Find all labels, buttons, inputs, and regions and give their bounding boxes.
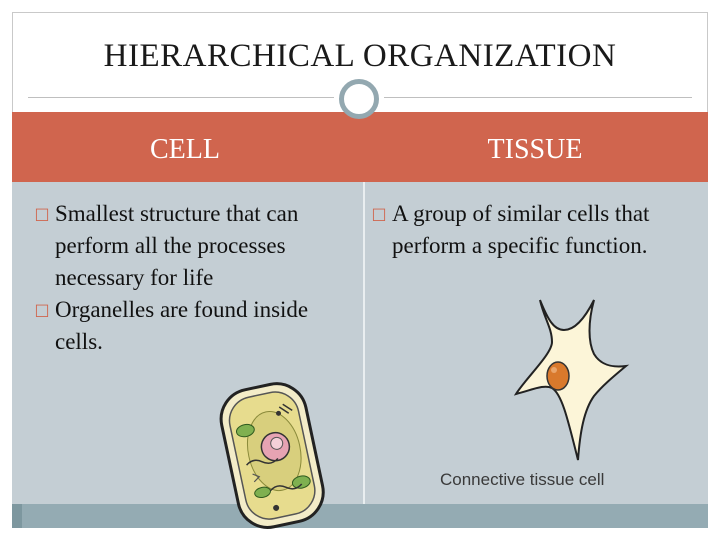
content-panel <box>12 182 708 504</box>
image-caption: Connective tissue cell <box>440 470 605 489</box>
bullet-text: Organelles are found inside cells. <box>55 297 309 354</box>
bullet-marker-icon: □ <box>34 204 50 223</box>
connective-tissue-cell-illustration <box>513 299 630 461</box>
bullet-text: Smallest structure that can perform all … <box>55 201 299 290</box>
plant-cell-illustration <box>219 382 325 529</box>
bullet-text: A group of similar cells that perform a … <box>392 201 650 258</box>
bullet-item: □ Smallest structure that can perform al… <box>33 198 353 294</box>
column-heading-cell: CELL <box>150 134 220 165</box>
footer-accent <box>12 504 22 528</box>
tissue-bullet-list: □ A group of similar cells that perform … <box>370 198 700 262</box>
footer-bar <box>12 504 708 528</box>
bullet-marker-icon: □ <box>371 204 387 223</box>
bullet-item: □ Organelles are found inside cells. <box>33 294 353 358</box>
column-heading-tissue: TISSUE <box>487 134 583 165</box>
decorative-ring-icon <box>339 79 379 119</box>
cell-bullet-list: □ Smallest structure that can perform al… <box>33 198 353 358</box>
slide-title: HIERARCHICAL ORGANIZATION <box>103 38 617 74</box>
column-divider <box>363 182 365 504</box>
bullet-marker-icon: □ <box>34 300 50 319</box>
bullet-item: □ A group of similar cells that perform … <box>370 198 700 262</box>
header-banner <box>12 112 708 182</box>
